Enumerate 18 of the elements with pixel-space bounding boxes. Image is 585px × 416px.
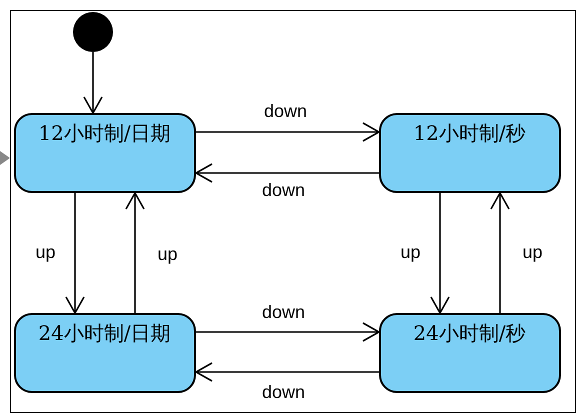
state-box bbox=[14, 112, 196, 192]
transition-arrow bbox=[196, 122, 380, 142]
transition-arrow bbox=[194, 162, 378, 182]
transition-arrow bbox=[124, 192, 144, 312]
transition-arrow bbox=[82, 52, 102, 114]
state-box bbox=[14, 312, 196, 392]
state-name: 12小时制/日期 bbox=[37, 120, 172, 146]
transition-arrow bbox=[194, 362, 378, 382]
state-name: 12小时制/秒 bbox=[412, 120, 527, 146]
state-box bbox=[378, 312, 560, 392]
state-name: 24小时制/日期 bbox=[37, 320, 172, 346]
transition-arrow bbox=[196, 322, 380, 342]
initial-state-circle bbox=[72, 12, 112, 52]
transition-arrow bbox=[490, 192, 510, 312]
state-name: 24小时制/秒 bbox=[412, 320, 527, 346]
transition-arrow bbox=[430, 192, 450, 314]
state-box bbox=[378, 112, 560, 192]
transition-arrow bbox=[64, 192, 84, 314]
